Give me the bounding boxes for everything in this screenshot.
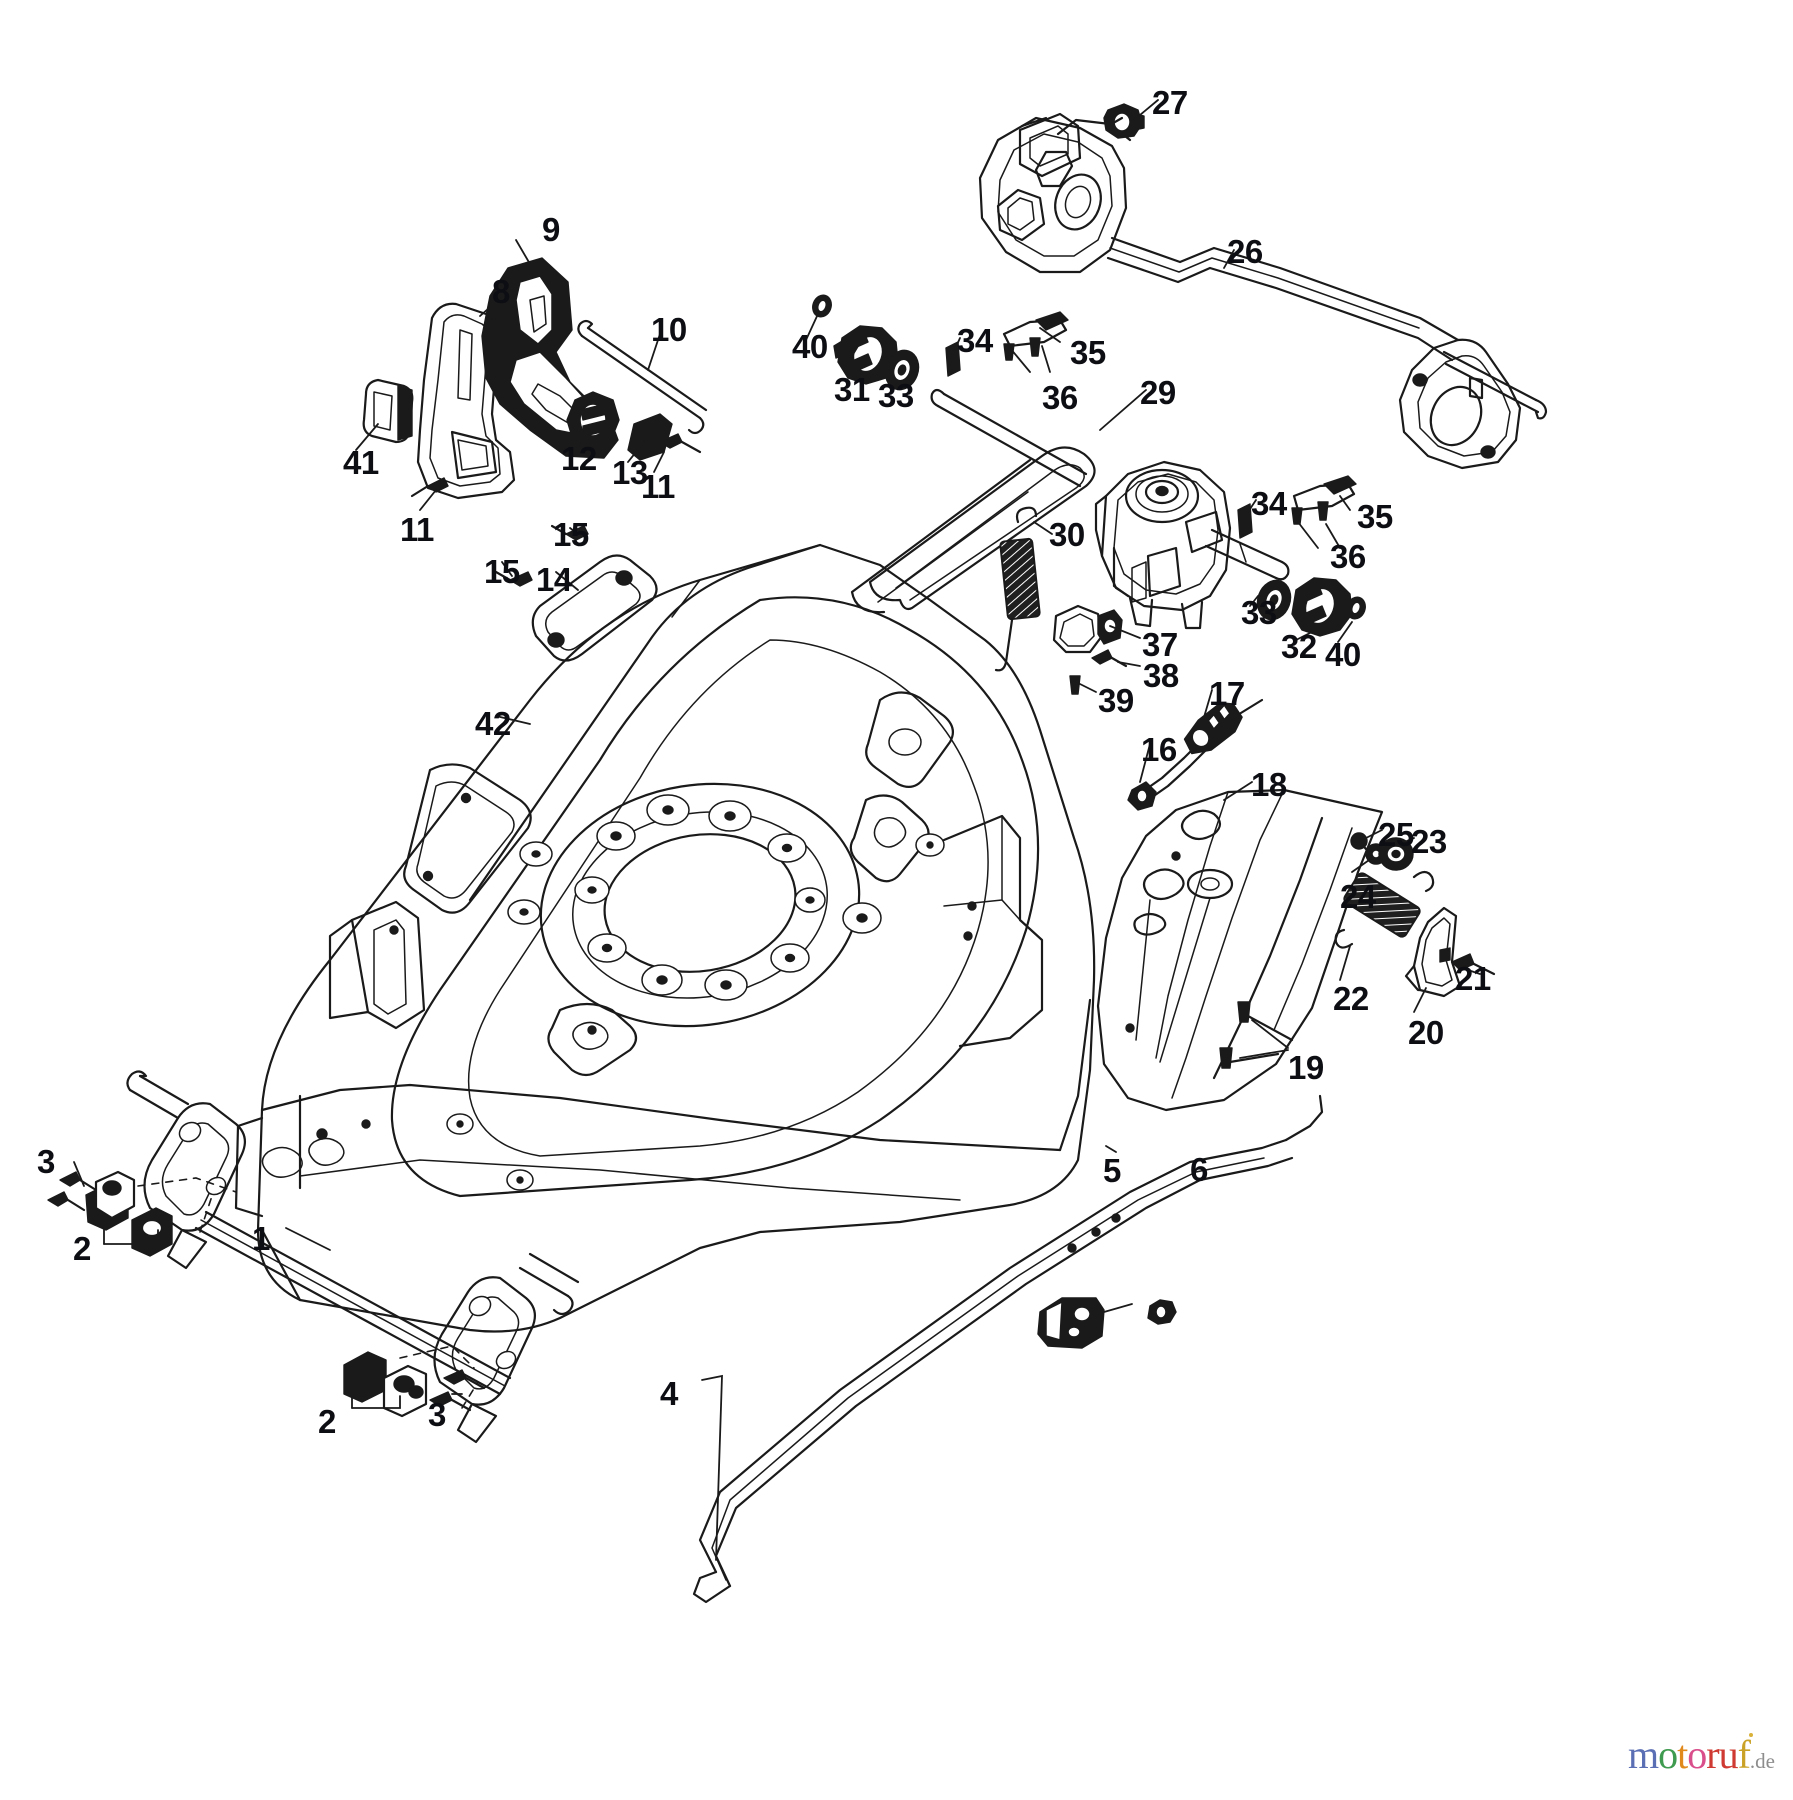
callout-22: 22 bbox=[1333, 980, 1369, 1017]
callout-40-right: 40 bbox=[1325, 636, 1361, 673]
callout-29: 29 bbox=[1140, 374, 1176, 411]
belt-cover-drawing bbox=[1096, 698, 1384, 1112]
callout-17: 17 bbox=[1209, 675, 1245, 712]
callout-15-upper: 15 bbox=[553, 516, 589, 553]
callout-42: 42 bbox=[475, 705, 511, 742]
callout-33-left: 33 bbox=[878, 377, 914, 414]
cable-clamp-drawing bbox=[1037, 1297, 1177, 1349]
callout-13: 13 bbox=[612, 454, 648, 491]
control-lever-assembly-drawing bbox=[362, 257, 708, 662]
callout-41: 41 bbox=[343, 444, 379, 481]
callout-12: 12 bbox=[561, 440, 597, 477]
callout-2-right: 2 bbox=[318, 1403, 336, 1440]
callout-1: 1 bbox=[252, 1220, 270, 1257]
callout-36-left: 36 bbox=[1042, 379, 1078, 416]
logo-letter-m: m bbox=[1628, 1732, 1659, 1777]
height-adjust-axle-drawing bbox=[47, 1070, 580, 1444]
callout-21: 21 bbox=[1455, 960, 1491, 997]
callout-3-right: 3 bbox=[428, 1396, 446, 1433]
callout-36-right: 36 bbox=[1330, 538, 1366, 575]
callout-34-left: 34 bbox=[957, 322, 993, 359]
callout-25: 25 bbox=[1378, 816, 1414, 853]
lower-handle-bar-drawing bbox=[692, 1094, 1324, 1604]
mower-deck-housing-drawing bbox=[234, 543, 1096, 1333]
callout-40-left: 40 bbox=[792, 328, 828, 365]
callout-32: 32 bbox=[1281, 628, 1317, 665]
logo-letter-u: u bbox=[1718, 1732, 1739, 1777]
callout-37: 37 bbox=[1142, 626, 1178, 663]
callout-3-left: 3 bbox=[37, 1143, 55, 1180]
callout-11-lower: 11 bbox=[400, 511, 434, 548]
callout-19: 19 bbox=[1288, 1049, 1324, 1086]
callout-39: 39 bbox=[1098, 682, 1134, 719]
callout-8: 8 bbox=[492, 273, 510, 310]
logo-letter-f: f bbox=[1737, 1732, 1754, 1777]
callout-35-right: 35 bbox=[1357, 498, 1393, 535]
logo-letter-o2: o bbox=[1687, 1732, 1707, 1777]
callout-23: 23 bbox=[1411, 823, 1447, 860]
callout-24: 24 bbox=[1340, 878, 1376, 915]
callout-4: 4 bbox=[660, 1375, 678, 1412]
spring-bracket-group-drawing bbox=[1334, 832, 1496, 998]
callout-14: 14 bbox=[536, 561, 572, 598]
callout-33-right: 33 bbox=[1241, 594, 1277, 631]
callout-20: 20 bbox=[1408, 1014, 1444, 1051]
callout-10: 10 bbox=[651, 311, 687, 348]
callout-16: 16 bbox=[1141, 731, 1177, 768]
callout-30: 30 bbox=[1049, 516, 1085, 553]
callout-38: 38 bbox=[1143, 657, 1179, 694]
engine-mount-bosses bbox=[507, 794, 826, 1001]
callout-9: 9 bbox=[542, 211, 560, 248]
callout-27: 27 bbox=[1152, 84, 1188, 121]
gearbox-drawing bbox=[1094, 460, 1232, 630]
motoruf-watermark-logo: motoruf.de bbox=[1628, 1731, 1775, 1778]
logo-letter-t: t bbox=[1677, 1732, 1688, 1777]
callout-15-lower: 15 bbox=[484, 553, 520, 590]
logo-letter-o1: o bbox=[1658, 1732, 1678, 1777]
callout-2-left: 2 bbox=[73, 1230, 91, 1267]
logo-suffix-de: .de bbox=[1749, 1749, 1775, 1773]
callout-35-left: 35 bbox=[1070, 334, 1106, 371]
drive-assembly-drawing bbox=[812, 294, 1366, 695]
drive-control-bar-drawing bbox=[978, 103, 1548, 470]
callout-34-right: 34 bbox=[1251, 485, 1287, 522]
callout-18: 18 bbox=[1251, 766, 1287, 803]
callout-6: 6 bbox=[1190, 1151, 1208, 1188]
callout-26: 26 bbox=[1227, 233, 1263, 270]
callout-11-upper: 11 bbox=[641, 468, 675, 505]
callout-31: 31 bbox=[834, 371, 870, 408]
callout-5: 5 bbox=[1103, 1152, 1121, 1189]
leader-lines bbox=[73, 99, 1481, 1561]
logo-letter-r: r bbox=[1706, 1732, 1719, 1777]
